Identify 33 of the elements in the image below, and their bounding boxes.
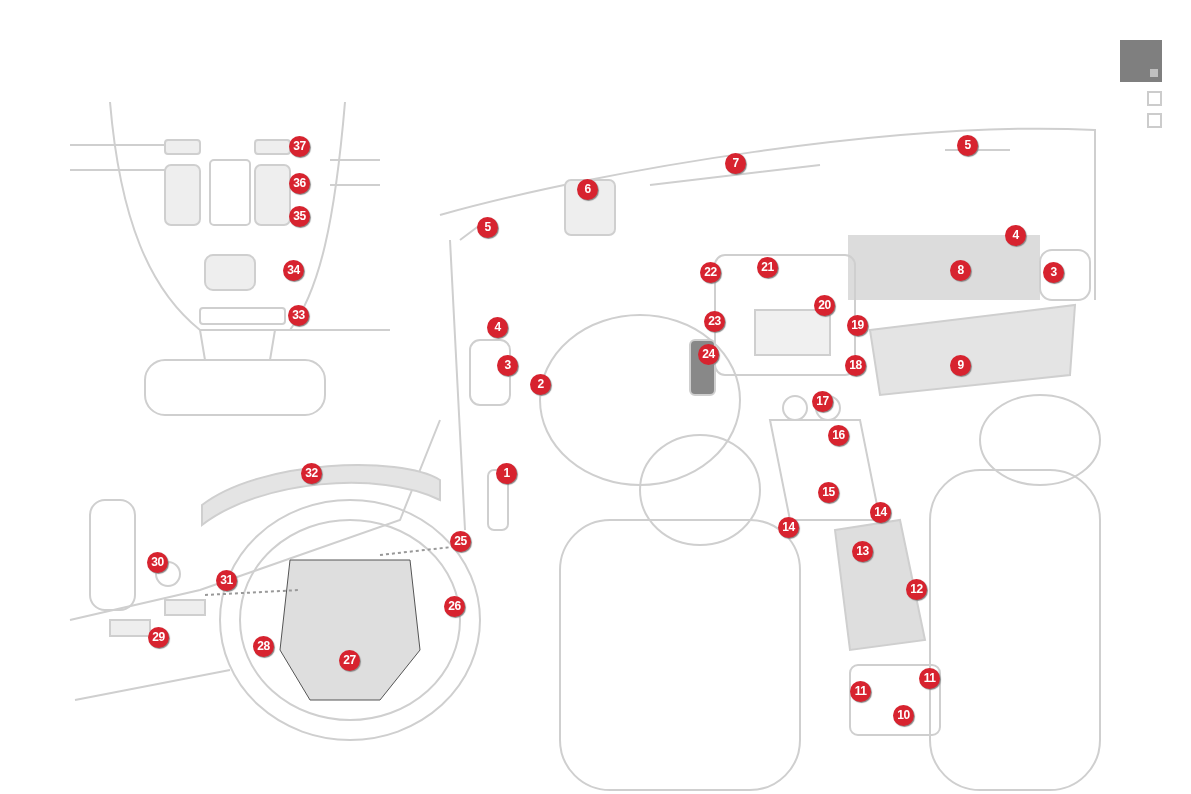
callout-number: 37 bbox=[289, 136, 310, 157]
callout-number: 11 bbox=[919, 668, 940, 689]
callout-number: 31 bbox=[216, 570, 237, 591]
callout-number: 30 bbox=[147, 552, 168, 573]
callout-number: 18 bbox=[845, 355, 866, 376]
callout-number: 3 bbox=[497, 355, 518, 376]
callout-number: 16 bbox=[828, 425, 849, 446]
callout-number: 25 bbox=[450, 531, 471, 552]
callout-number: 33 bbox=[288, 305, 309, 326]
callout-number: 1 bbox=[496, 463, 517, 484]
callout-number: 19 bbox=[847, 315, 868, 336]
callout-number: 10 bbox=[893, 705, 914, 726]
callout-number: 7 bbox=[725, 153, 746, 174]
callout-number: 14 bbox=[778, 517, 799, 538]
callout-number: 3 bbox=[1043, 262, 1064, 283]
callout-number: 17 bbox=[812, 391, 833, 412]
callout-number: 22 bbox=[700, 262, 721, 283]
callout-number: 2 bbox=[530, 374, 551, 395]
callout-number: 21 bbox=[757, 257, 778, 278]
callout-number: 29 bbox=[148, 627, 169, 648]
callout-number: 35 bbox=[289, 206, 310, 227]
callout-number: 5 bbox=[957, 135, 978, 156]
callout-number: 4 bbox=[487, 317, 508, 338]
callout-number: 34 bbox=[283, 260, 304, 281]
callout-number: 20 bbox=[814, 295, 835, 316]
callout-number: 28 bbox=[253, 636, 274, 657]
callout-number: 14 bbox=[870, 502, 891, 523]
callout-number: 23 bbox=[704, 311, 725, 332]
callout-number: 26 bbox=[444, 596, 465, 617]
callout-number: 15 bbox=[818, 482, 839, 503]
callout-number: 11 bbox=[850, 681, 871, 702]
callout-number: 5 bbox=[477, 217, 498, 238]
callout-number: 36 bbox=[289, 173, 310, 194]
